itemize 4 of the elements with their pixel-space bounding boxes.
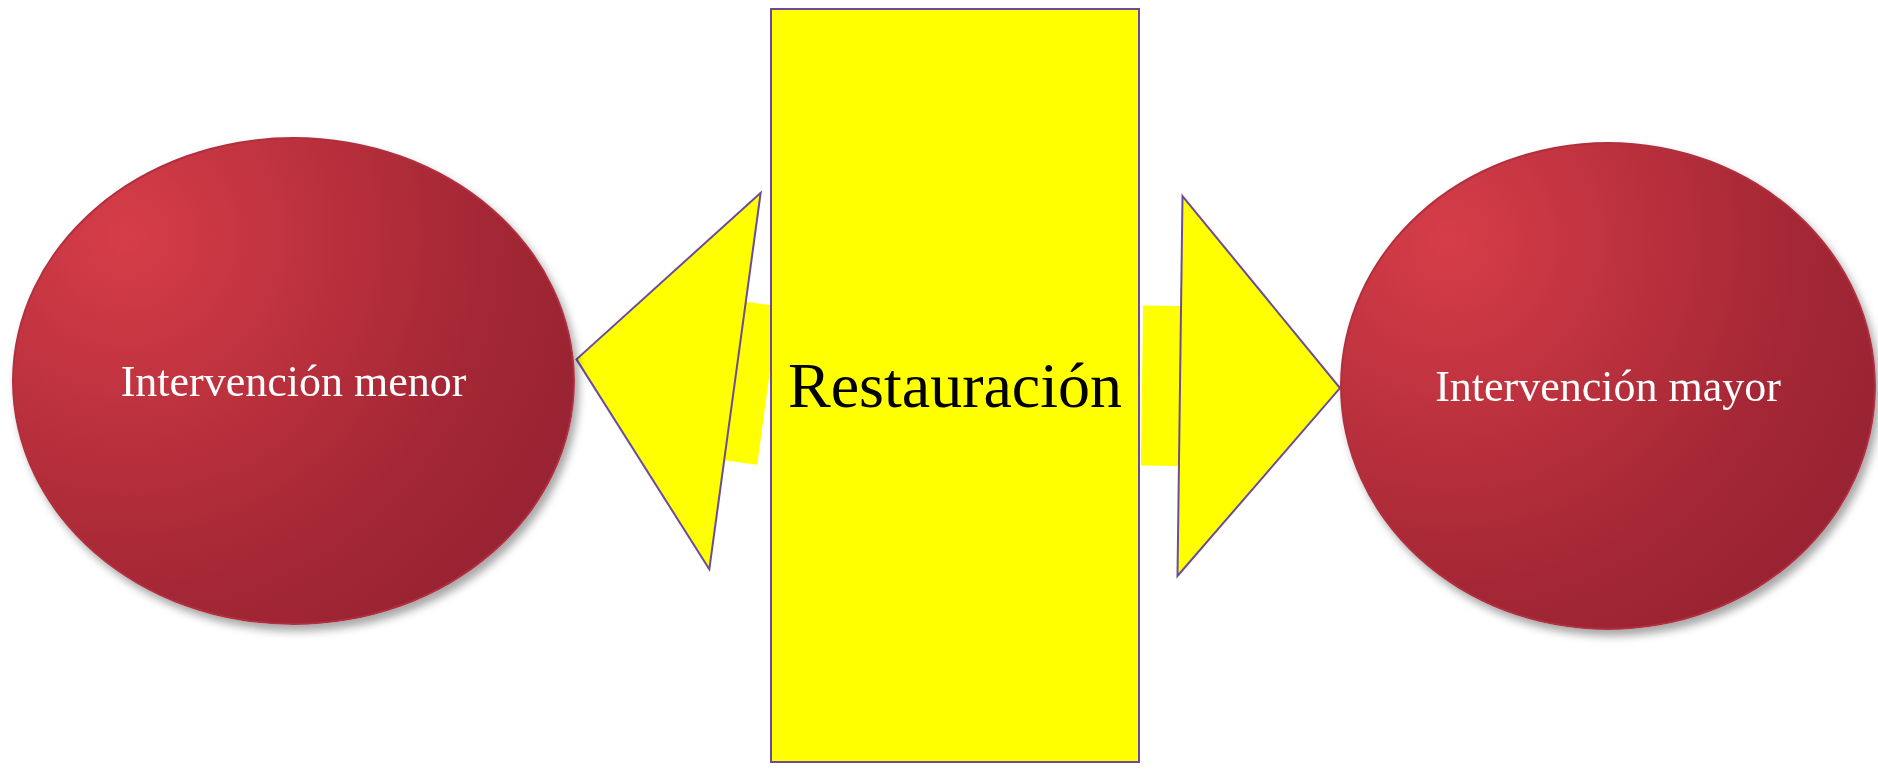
node-label: Restauración	[787, 348, 1123, 423]
node-label: Intervención menor	[120, 355, 467, 408]
process-box	[770, 8, 1140, 763]
node-label: Intervención mayor	[1435, 360, 1781, 413]
